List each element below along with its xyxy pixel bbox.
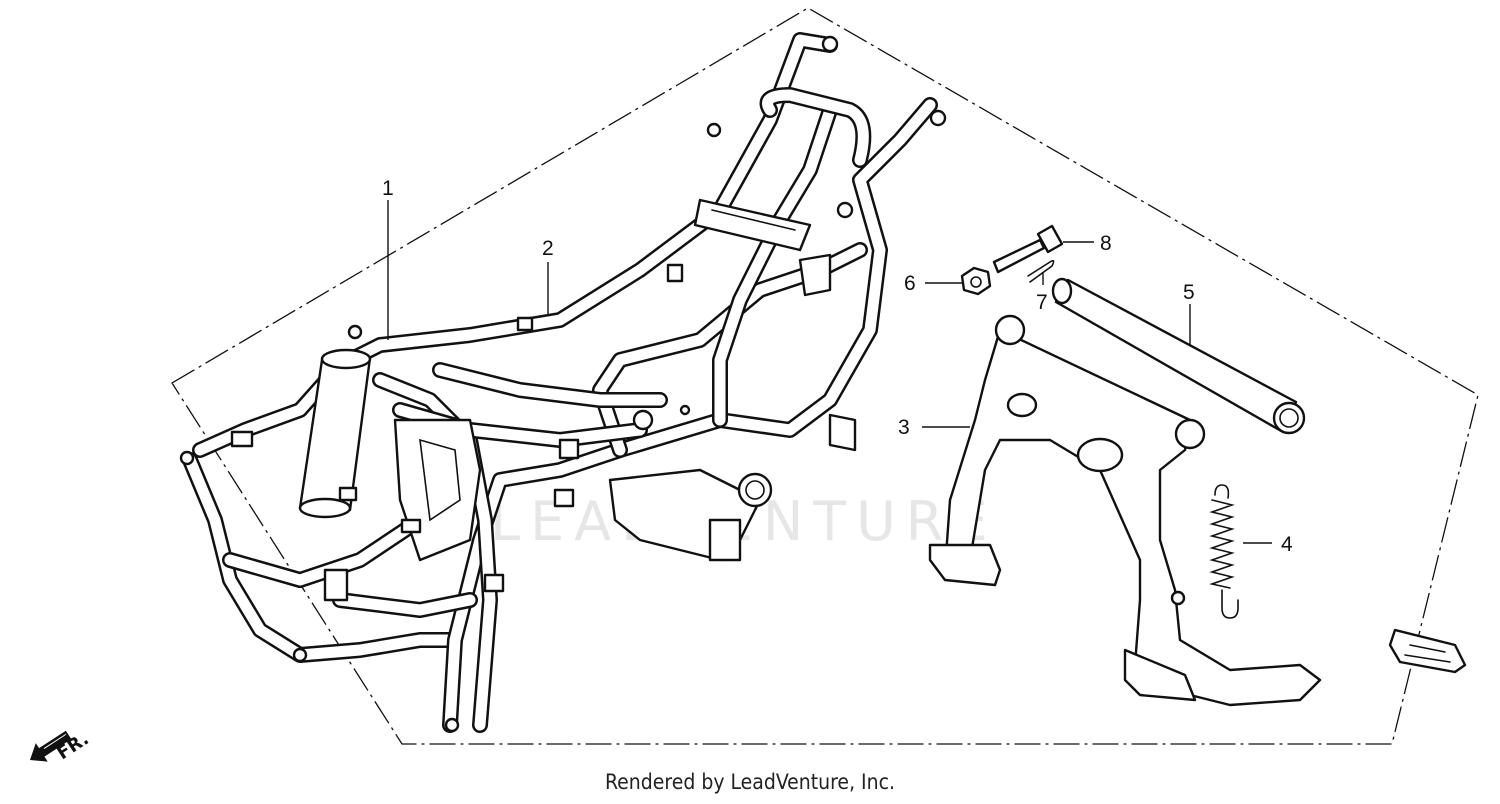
front-direction-label: FR.	[53, 728, 92, 764]
bolt	[992, 224, 1064, 274]
callout-5[interactable]: 5	[1183, 281, 1195, 304]
nut	[960, 266, 992, 296]
cotter-pin	[1027, 259, 1055, 283]
footer-credit: Rendered by LeadVenture, Inc.	[605, 770, 895, 794]
callout-2[interactable]: 2	[542, 237, 554, 260]
stand-shaft	[1051, 277, 1306, 435]
frame-body	[179, 32, 947, 733]
callout-6[interactable]: 6	[904, 272, 916, 295]
return-spring	[1209, 484, 1239, 619]
front-direction-marker: FR.	[30, 728, 93, 764]
callout-1[interactable]: 1	[382, 177, 394, 200]
front-direction-arrow-icon	[30, 730, 72, 762]
callout-8[interactable]: 8	[1100, 232, 1112, 255]
center-stand	[928, 314, 1467, 707]
callout-labels: 1 2 3 4 5 6 7 8	[382, 177, 1293, 556]
callout-7[interactable]: 7	[1036, 291, 1048, 314]
leader-lines	[387, 200, 1272, 544]
callout-4[interactable]: 4	[1281, 533, 1293, 556]
assembly-outline	[171, 7, 1479, 745]
callout-3[interactable]: 3	[898, 416, 910, 439]
